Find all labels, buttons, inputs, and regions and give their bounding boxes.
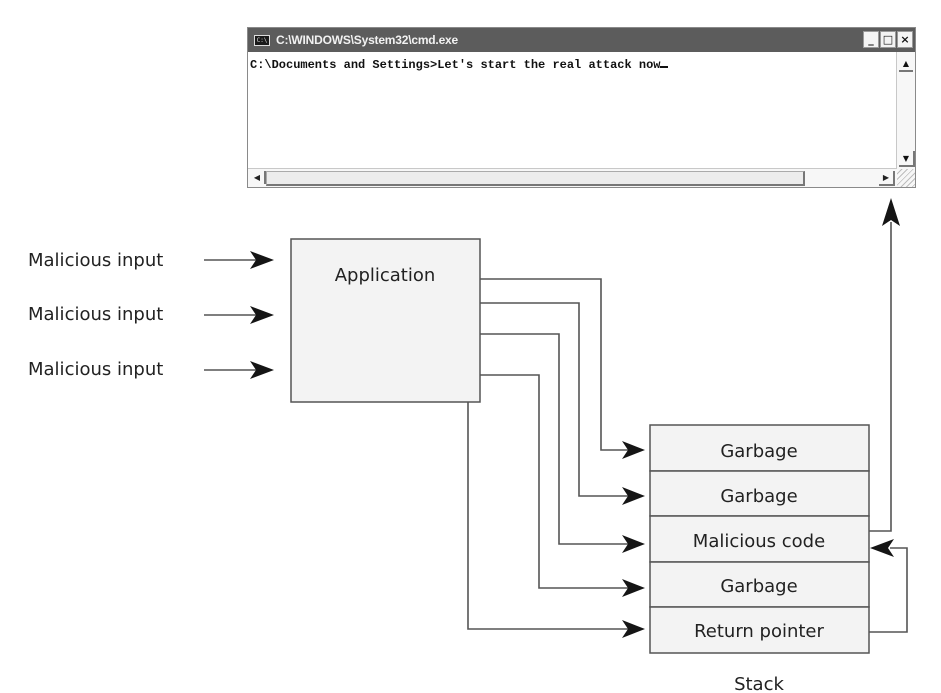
close-button[interactable]: × [897, 31, 913, 48]
maximize-button[interactable]: □ [880, 31, 896, 48]
horizontal-scroll-thumb[interactable] [266, 171, 805, 186]
connector-to-cell-2 [480, 302, 628, 497]
stack-cell-label-4: Garbage [720, 576, 797, 597]
input-label-3: Malicious input [28, 359, 163, 380]
stack-cell-label-2: Garbage [720, 486, 797, 507]
arrowhead-return-to-code [870, 539, 894, 557]
stack-cell-garbage-3 [649, 561, 870, 608]
connector-to-cell-1 [480, 278, 628, 451]
arrowhead-cell-1 [622, 441, 645, 459]
cmd-title-bar[interactable]: C:\ C:\WINDOWS\System32\cmd.exe _ □ × [248, 28, 915, 52]
cmd-window: C:\ C:\WINDOWS\System32\cmd.exe _ □ × C:… [247, 27, 916, 188]
input-label-2: Malicious input [28, 304, 163, 325]
arrowhead-cell-5 [622, 620, 645, 638]
window-controls: _ □ × [863, 31, 913, 48]
console-output[interactable]: C:\Documents and Settings>Let's start th… [248, 52, 897, 169]
console-prompt: C:\Documents and Settings> [250, 58, 438, 72]
scroll-left-arrow-icon[interactable]: ◀ [250, 171, 266, 184]
cmd-console-icon: C:\ [254, 34, 270, 46]
arrowhead-cell-4 [622, 579, 645, 597]
scroll-right-arrow-icon[interactable]: ▶ [879, 171, 895, 186]
stack-cell-label-5: Return pointer [694, 621, 824, 642]
input-label-1: Malicious input [28, 250, 163, 271]
resize-grip-icon[interactable] [897, 169, 915, 187]
stack-label: Stack [734, 674, 784, 693]
stack: Garbage Garbage Malicious code Garbage R… [649, 424, 870, 654]
application-label: Application [335, 265, 436, 286]
scroll-down-arrow-icon[interactable]: ▼ [899, 151, 915, 167]
exec-connector-to-cmd [869, 222, 892, 532]
text-cursor [660, 66, 669, 68]
stack-cell-garbage-2 [649, 470, 870, 517]
arrowhead-to-cmd [882, 198, 900, 226]
input-arrow-1 [204, 251, 274, 269]
arrowhead-cell-2 [622, 487, 645, 505]
horizontal-scrollbar[interactable]: ◀ ▶ [248, 168, 897, 187]
return-pointer-loop [869, 547, 908, 633]
console-typed-text: Let's start the real attack now [437, 58, 661, 72]
vertical-scrollbar[interactable]: ▲ ▼ [896, 52, 915, 169]
stack-cell-label-1: Garbage [720, 441, 797, 462]
stack-cell-label-3: Malicious code [693, 531, 825, 552]
connector-to-cell-3 [480, 333, 628, 545]
connector-to-cell-4 [480, 374, 628, 589]
input-arrow-3 [204, 361, 274, 379]
arrowhead-cell-3 [622, 535, 645, 553]
cmd-window-title: C:\WINDOWS\System32\cmd.exe [276, 33, 458, 47]
console-line: C:\Documents and Settings>Let's start th… [250, 58, 669, 72]
minimize-button[interactable]: _ [863, 31, 879, 48]
stack-cell-malicious-code [649, 515, 870, 563]
application-box [290, 238, 481, 403]
input-arrow-2 [204, 306, 274, 324]
stack-cell-garbage-1 [649, 424, 870, 472]
scroll-up-arrow-icon[interactable]: ▲ [899, 56, 913, 72]
stack-cell-return-pointer [649, 606, 870, 654]
connector-to-cell-5 [467, 402, 628, 630]
